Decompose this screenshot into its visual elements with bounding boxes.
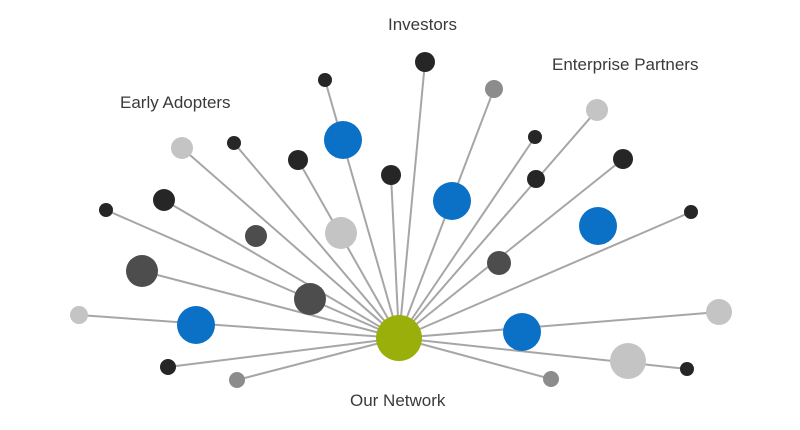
network-node-dark	[415, 52, 435, 72]
network-node-mid	[126, 255, 158, 287]
connection-line	[398, 136, 536, 339]
network-node-light	[610, 343, 646, 379]
connection-line	[181, 147, 400, 339]
network-node-blue	[503, 313, 541, 351]
network-node-dark	[528, 130, 542, 144]
network-node-mid	[245, 225, 267, 247]
network-node-mid	[487, 251, 511, 275]
network-node-blue	[433, 182, 471, 220]
network-node-gray	[229, 372, 245, 388]
network-node-dark	[527, 170, 545, 188]
connection-line	[297, 159, 400, 339]
label-early-adopters: Early Adopters	[120, 93, 231, 112]
network-node-dark	[99, 203, 113, 217]
connection-line	[233, 142, 400, 339]
network-node-gray	[543, 371, 559, 387]
connection-line	[78, 314, 400, 339]
hub-node-our-network	[376, 315, 422, 361]
network-node-dark	[318, 73, 332, 87]
network-node-dark	[153, 189, 175, 211]
network-node-blue	[177, 306, 215, 344]
connection-line	[398, 311, 720, 339]
connection-line	[398, 211, 692, 339]
network-nodes	[70, 52, 732, 388]
connection-line	[141, 270, 400, 339]
connection-line	[398, 109, 598, 339]
network-node-light	[706, 299, 732, 325]
connection-line	[167, 337, 400, 368]
network-node-light	[325, 217, 357, 249]
network-node-blue	[324, 121, 362, 159]
network-node-dark	[381, 165, 401, 185]
network-node-light	[171, 137, 193, 159]
label-investors: Investors	[388, 15, 457, 34]
network-node-light	[586, 99, 608, 121]
label-enterprise-partners: Enterprise Partners	[552, 55, 699, 74]
network-node-blue	[579, 207, 617, 245]
connection-line	[324, 79, 400, 339]
connection-line	[398, 337, 552, 380]
network-node-mid	[294, 283, 326, 315]
connection-line	[105, 209, 400, 339]
network-node-light	[70, 306, 88, 324]
label-our-network: Our Network	[350, 391, 446, 410]
network-node-dark	[160, 359, 176, 375]
connection-line	[398, 158, 624, 339]
connection-line	[236, 337, 400, 381]
network-node-dark	[227, 136, 241, 150]
network-node-dark	[680, 362, 694, 376]
connection-line	[390, 174, 400, 339]
network-node-dark	[684, 205, 698, 219]
network-node-dark	[613, 149, 633, 169]
connection-line	[398, 61, 426, 339]
network-node-dark	[288, 150, 308, 170]
connection-line	[163, 199, 400, 339]
network-node-gray	[485, 80, 503, 98]
